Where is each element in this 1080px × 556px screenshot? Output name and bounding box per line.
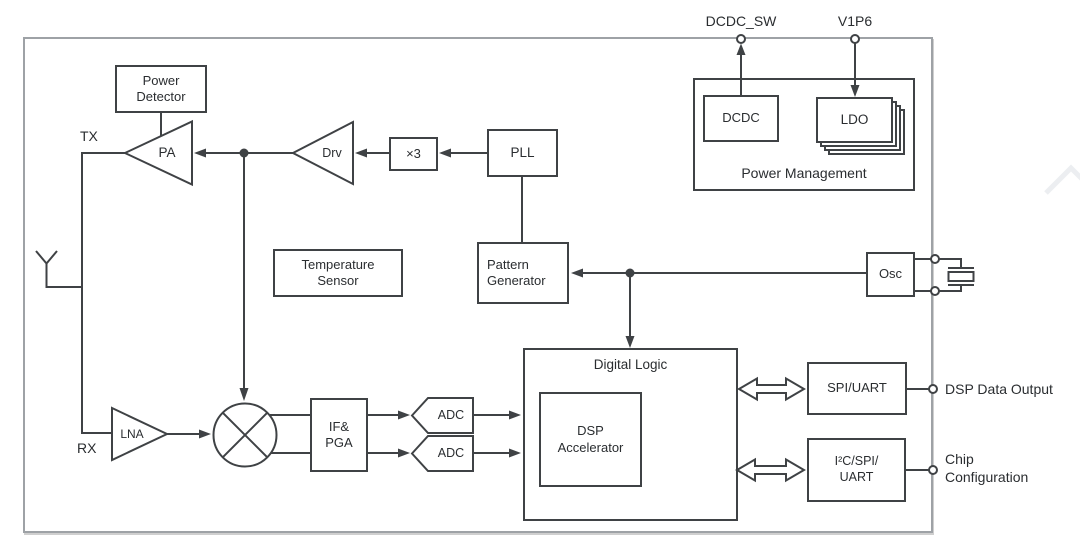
if-pga-block: IF&PGA <box>310 398 368 472</box>
crystal-wire-top <box>939 258 962 268</box>
i2c-spi-uart-block: I²C/SPI/UART <box>807 438 906 502</box>
osc-block: Osc <box>866 252 915 297</box>
lna-label: LNA <box>120 427 144 441</box>
antenna-icon <box>35 250 82 288</box>
arrowhead-into-mixer-left <box>199 429 211 439</box>
arrowhead-into-pa <box>194 148 206 158</box>
pa-triangle <box>122 119 193 187</box>
bidir-arrow-i2c <box>735 457 806 483</box>
mixer-diagonal-2 <box>221 411 269 459</box>
digital-logic-label: Digital Logic <box>593 357 668 372</box>
pin-v1p6 <box>850 34 860 44</box>
chip-configuration-label: Chip Configuration <box>945 451 1029 486</box>
multiplier-block: ×3 <box>389 137 438 171</box>
i2c-spi-uart-label: I²C/SPI/UART <box>834 454 879 484</box>
arrowhead-down-ldo <box>850 85 860 97</box>
arrowhead-into-mixer-top <box>239 388 249 401</box>
drv-label: Drv <box>322 146 342 160</box>
arrowhead-into-digital-logic-top <box>625 336 635 348</box>
pin-xtal-1 <box>930 254 940 264</box>
adc-bottom-shape <box>410 435 474 472</box>
junction-dot-clock <box>625 268 635 278</box>
ldo-label: LDO <box>840 111 869 127</box>
spi-uart-label: SPI/UART <box>827 380 887 396</box>
arrowhead-dl-top <box>509 410 521 420</box>
arrowhead-up-dcdc-sw <box>736 43 746 55</box>
arrowhead-into-adc-bottom <box>398 448 410 458</box>
dcdc-sw-pin-label: DCDC_SW <box>705 13 777 29</box>
arrowhead-into-drv <box>355 148 367 158</box>
dcdc-block: DCDC <box>703 95 779 142</box>
junction-dot-lo <box>239 148 249 158</box>
mixer-icon <box>212 402 278 468</box>
dsp-data-output-label: DSP Data Output <box>945 381 1053 397</box>
chip-boundary <box>23 37 933 533</box>
pin-dcdc-sw <box>736 34 746 44</box>
crystal-body <box>947 271 975 282</box>
pin-dsp-data <box>928 384 938 394</box>
ldo-block: LDO <box>816 97 893 143</box>
drv-triangle <box>290 120 354 186</box>
v1p6-pin-label: V1P6 <box>837 13 873 29</box>
adc-top-label: ADC <box>437 408 465 422</box>
if-pga-label: IF&PGA <box>325 418 353 450</box>
watermark-chevron <box>1044 164 1080 195</box>
dcdc-label: DCDC <box>722 110 760 126</box>
pa-label: PA <box>158 145 176 160</box>
adc-top-shape <box>410 397 474 434</box>
lna-triangle <box>111 406 170 462</box>
arrowhead-into-adc-top <box>398 410 410 420</box>
arrowhead-dl-bottom <box>509 448 521 458</box>
crystal-icon <box>939 258 975 292</box>
arrowhead-into-pattern-generator <box>571 268 583 278</box>
pin-chip-config <box>928 465 938 475</box>
arrowhead-into-x3 <box>439 148 451 158</box>
osc-label: Osc <box>878 266 903 282</box>
bidir-arrow-spi <box>737 376 806 402</box>
wire-tx-rx-rail <box>81 152 125 434</box>
rx-label: RX <box>77 440 97 456</box>
power-management-label: Power Management <box>741 164 867 181</box>
multiplier-label: ×3 <box>406 145 421 161</box>
pll-label: PLL <box>510 144 535 160</box>
crystal-wire-bottom <box>939 285 962 292</box>
tx-label: TX <box>80 128 98 144</box>
adc-bottom-label: ADC <box>437 446 465 460</box>
pll-block: PLL <box>487 129 558 177</box>
spi-uart-block: SPI/UART <box>807 362 907 415</box>
pin-xtal-2 <box>930 286 940 296</box>
